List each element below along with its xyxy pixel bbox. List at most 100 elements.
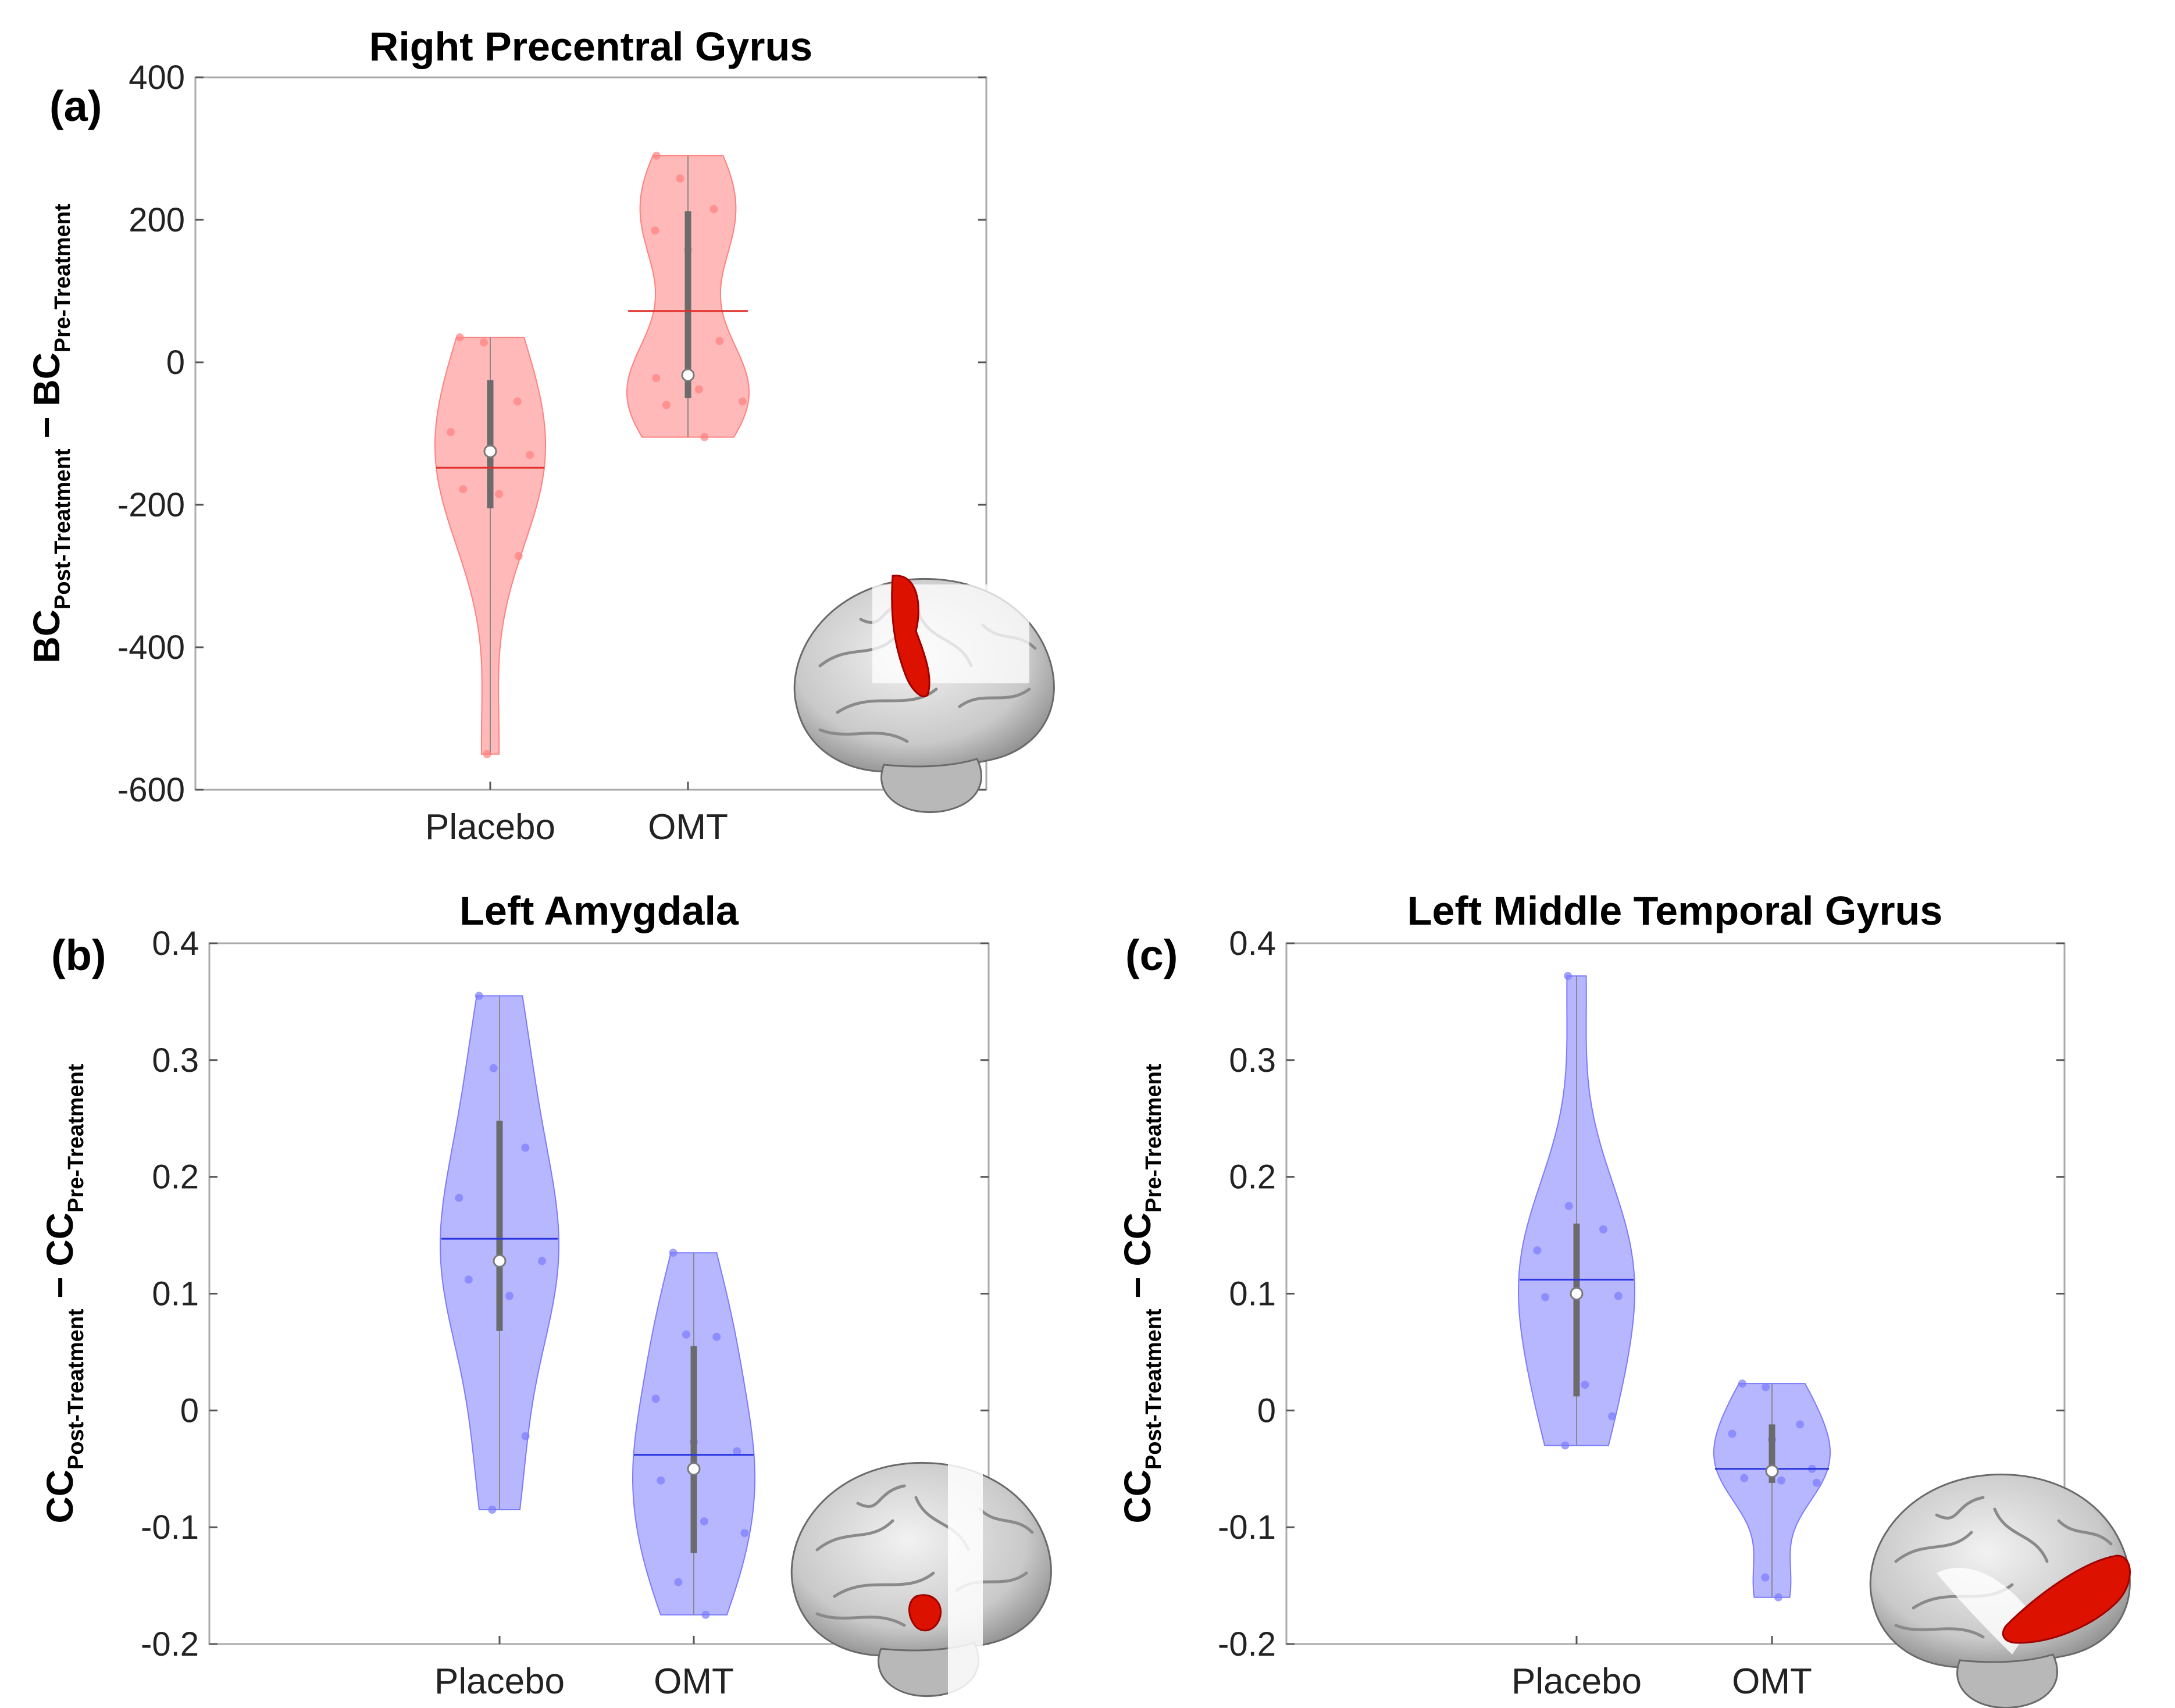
data-point bbox=[455, 1193, 463, 1202]
data-point bbox=[521, 1432, 530, 1440]
data-point bbox=[513, 397, 522, 406]
y-axis-label-part: CC bbox=[1117, 1213, 1158, 1276]
y-tick-label: 400 bbox=[129, 59, 185, 97]
data-point bbox=[1762, 1383, 1770, 1392]
y-axis-label-part: Post-Treatment bbox=[64, 1308, 88, 1470]
data-point bbox=[715, 337, 724, 345]
y-axis-label-part: BC bbox=[26, 609, 67, 663]
brain-inset-icon bbox=[790, 1457, 1052, 1701]
highlighted-region bbox=[908, 1594, 942, 1632]
y-tick-label: -0.1 bbox=[1218, 1509, 1276, 1546]
y-tick-label: -400 bbox=[117, 629, 185, 666]
data-point bbox=[1533, 1246, 1542, 1255]
chart-title: Left Middle Temporal Gyrus bbox=[1407, 888, 1943, 933]
data-point bbox=[657, 1476, 665, 1485]
data-point bbox=[1796, 1420, 1805, 1429]
panel-label: (c) bbox=[1125, 931, 1178, 979]
data-point bbox=[669, 1249, 678, 1257]
data-point bbox=[662, 401, 671, 409]
median-marker bbox=[687, 1462, 701, 1476]
panel-label: (b) bbox=[51, 931, 106, 979]
data-point bbox=[674, 1578, 683, 1586]
y-tick-label: 0 bbox=[180, 1392, 199, 1429]
y-tick-label: -0.1 bbox=[141, 1509, 199, 1546]
data-point bbox=[733, 1447, 741, 1456]
highlighted-region bbox=[2002, 1554, 2131, 1644]
data-point bbox=[1774, 1593, 1782, 1602]
y-tick-label: 0 bbox=[166, 344, 185, 381]
y-tick-label: 0.3 bbox=[152, 1042, 199, 1079]
y-axis-label-part: CC bbox=[39, 1213, 81, 1276]
data-point bbox=[682, 1330, 690, 1339]
data-point bbox=[495, 490, 504, 498]
violin-omt bbox=[1713, 1379, 1831, 1602]
y-tick-label: 0 bbox=[1257, 1392, 1276, 1429]
y-axis-label-part: Pre-Treatment bbox=[64, 1064, 88, 1213]
y-tick-label: 0.2 bbox=[1229, 1158, 1276, 1196]
data-point bbox=[676, 174, 684, 183]
x-category-label: OMT bbox=[648, 807, 728, 847]
y-axis-label: CCPost-Treatment − CCPre-Treatment bbox=[1117, 1064, 1166, 1523]
x-category-label: Placebo bbox=[1511, 1661, 1642, 1702]
data-point bbox=[505, 1292, 514, 1300]
chart-title: Right Precentral Gyrus bbox=[369, 24, 812, 69]
data-point bbox=[1564, 972, 1573, 980]
y-tick-label: 0.3 bbox=[1229, 1042, 1276, 1079]
y-tick-label: 200 bbox=[129, 201, 185, 239]
data-point bbox=[475, 992, 483, 1000]
data-point bbox=[709, 205, 718, 213]
data-point bbox=[694, 385, 703, 394]
data-point bbox=[1740, 1474, 1749, 1482]
y-axis-label-part: Post-Treatment bbox=[51, 448, 75, 609]
y-axis-label-part: − bbox=[39, 1276, 81, 1308]
violin-placebo bbox=[439, 992, 560, 1514]
data-point bbox=[479, 338, 488, 347]
median-marker bbox=[1570, 1287, 1584, 1300]
highlighted-region bbox=[891, 575, 930, 697]
data-point bbox=[701, 1610, 710, 1619]
y-axis-label-part: − bbox=[26, 416, 67, 448]
data-point bbox=[700, 433, 709, 441]
data-point bbox=[738, 397, 747, 406]
data-point bbox=[464, 1275, 473, 1284]
data-point bbox=[1728, 1429, 1737, 1438]
panel-label: (a) bbox=[49, 82, 102, 130]
y-axis-label-part: CC bbox=[1117, 1470, 1158, 1523]
y-axis-label: BCPost-Treatment − BCPre-Treatment bbox=[26, 204, 75, 663]
data-point bbox=[700, 1517, 708, 1526]
plot-area bbox=[194, 76, 987, 791]
violin-omt bbox=[632, 1249, 755, 1619]
y-axis-label-part: Post-Treatment bbox=[1142, 1308, 1166, 1470]
y-axis-label: CCPost-Treatment − CCPre-Treatment bbox=[39, 1064, 88, 1523]
data-point bbox=[1541, 1293, 1550, 1301]
data-point bbox=[488, 1506, 497, 1514]
y-tick-label: 0.2 bbox=[152, 1158, 199, 1196]
data-point bbox=[1812, 1478, 1821, 1487]
y-axis-label-part: CC bbox=[39, 1470, 81, 1523]
y-tick-label: 0.4 bbox=[1229, 925, 1276, 962]
data-point bbox=[446, 428, 455, 436]
data-point bbox=[712, 1332, 721, 1341]
x-category-label: OMT bbox=[654, 1661, 734, 1702]
median-marker bbox=[483, 444, 497, 458]
data-point bbox=[1599, 1225, 1607, 1233]
data-point bbox=[1608, 1412, 1617, 1421]
y-tick-label: 0.1 bbox=[152, 1275, 199, 1313]
data-point bbox=[1581, 1381, 1589, 1389]
data-point bbox=[514, 552, 523, 561]
y-axis-label-part: Pre-Treatment bbox=[1142, 1064, 1166, 1213]
data-point bbox=[1761, 1573, 1770, 1582]
data-point bbox=[1614, 1292, 1623, 1300]
data-point bbox=[1777, 1476, 1785, 1485]
data-point bbox=[1564, 1201, 1573, 1210]
data-point bbox=[489, 1064, 498, 1072]
data-point bbox=[455, 333, 464, 342]
x-category-label: Placebo bbox=[434, 1661, 565, 1702]
y-tick-label: 0.1 bbox=[1229, 1275, 1276, 1313]
data-point bbox=[652, 374, 661, 382]
violin-omt bbox=[626, 151, 750, 441]
data-point bbox=[651, 1395, 660, 1403]
